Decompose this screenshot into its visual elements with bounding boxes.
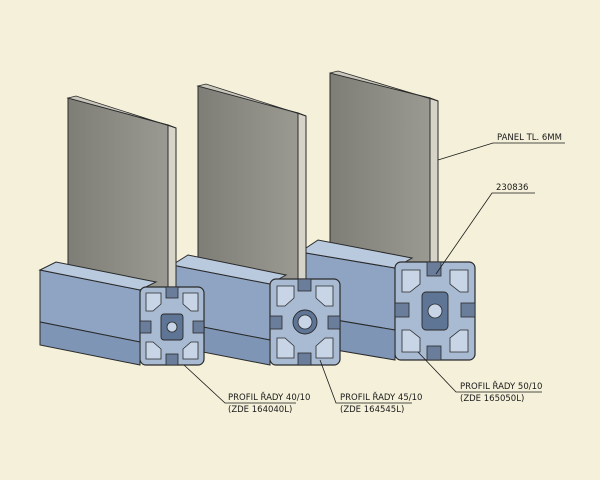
label-profile-50-title: PROFIL ŘADY 50/10 xyxy=(460,381,542,392)
profile-50 xyxy=(298,239,476,361)
label-panel: PANEL TL. 6MM xyxy=(497,133,562,143)
label-profile-45-title: PROFIL ŘADY 45/10 xyxy=(340,392,422,403)
profile-40 xyxy=(38,261,205,366)
leader-part xyxy=(435,192,535,275)
leader-profile-40 xyxy=(183,364,296,404)
label-part-number: 230836 xyxy=(496,183,528,193)
leader-lines xyxy=(183,142,565,404)
panel-50 xyxy=(329,70,439,276)
leader-panel xyxy=(437,142,565,161)
label-profile-40-code: (ZDE 164040L) xyxy=(228,405,292,415)
leader-profile-50 xyxy=(417,351,542,393)
label-profile-45-code: (ZDE 164545L) xyxy=(340,405,404,415)
leader-profile-45 xyxy=(319,359,412,404)
label-profile-40-title: PROFIL ŘADY 40/10 xyxy=(228,392,310,403)
label-profile-50-code: (ZDE 165050L) xyxy=(460,394,524,404)
